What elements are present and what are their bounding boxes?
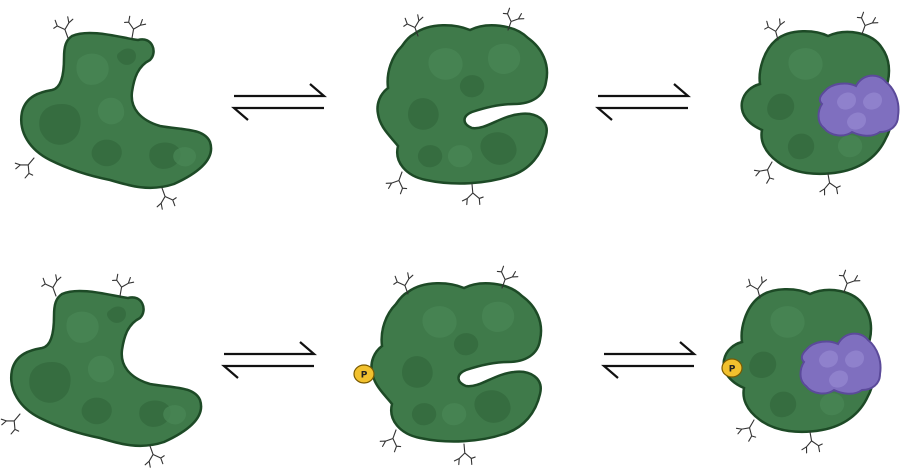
protein-closed-unmodified [377,7,547,206]
row-unmodified [12,7,898,212]
phospho-label-closed: P [361,371,368,381]
protein-open-unmodified [12,15,211,212]
protein-open-phosphorylated [0,273,201,468]
phospho-group-closed: P [354,365,374,383]
equilibrium-arrows-4 [604,342,694,378]
protein-bound-phosphorylated [724,269,881,455]
equilibrium-arrows-3 [224,342,314,378]
row-phosphorylated: P P [0,265,881,468]
phospho-group-bound: P [722,359,742,377]
equilibrium-arrows-1 [234,84,324,120]
protein-bound-unmodified [742,11,899,197]
equilibrium-arrows-2 [598,84,688,120]
protein-closed-phosphorylated [371,265,541,466]
phospho-label-bound: P [729,365,736,375]
